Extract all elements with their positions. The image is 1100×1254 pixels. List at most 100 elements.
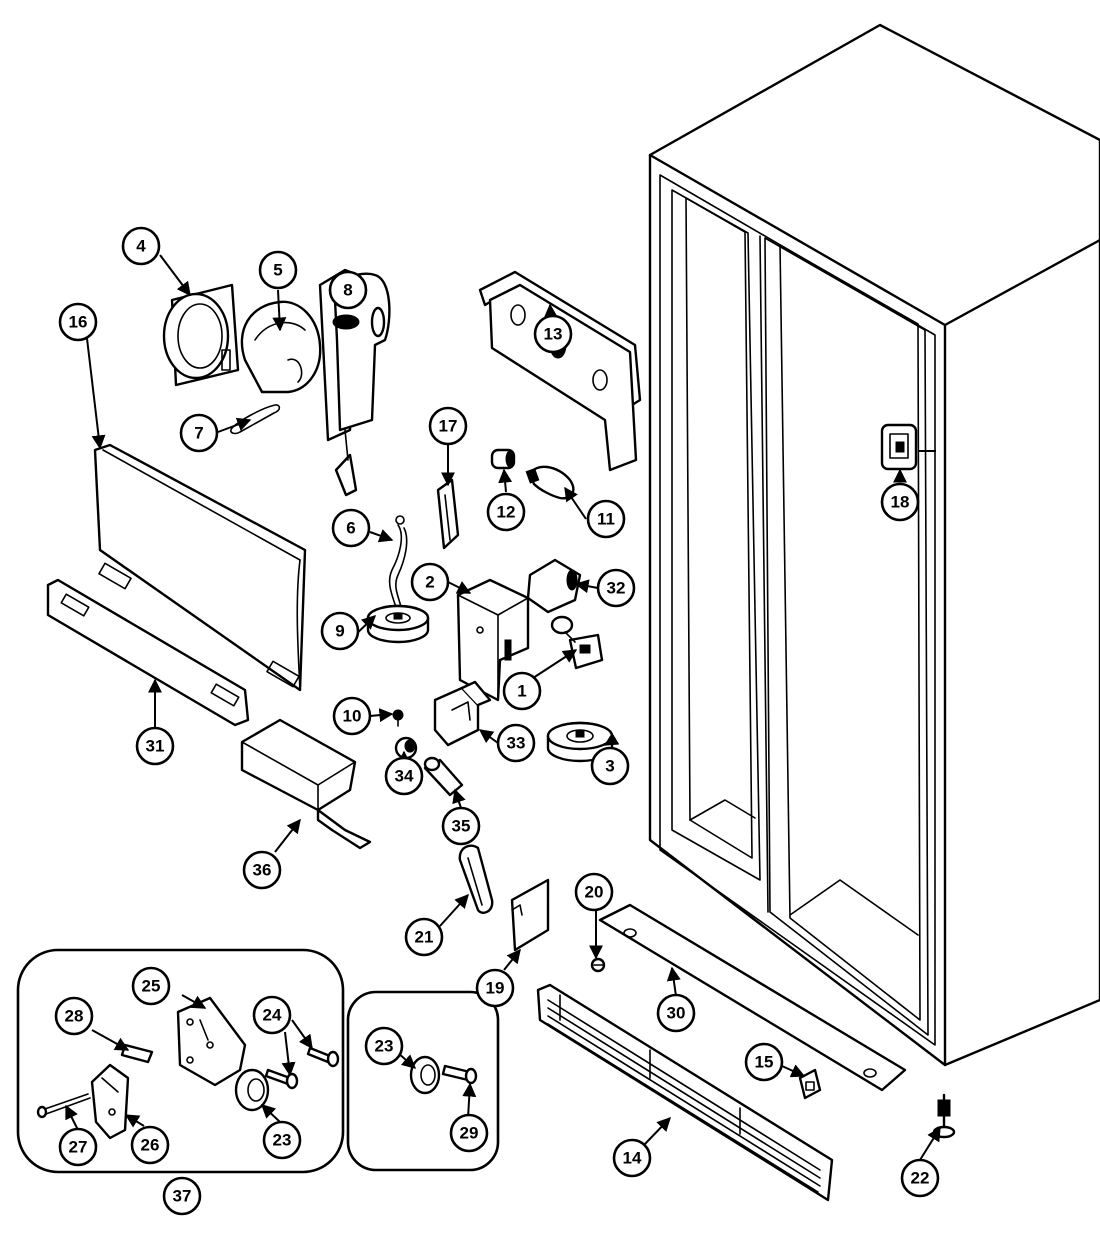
leader-lines [65, 254, 941, 1161]
callout-label: 31 [146, 737, 165, 756]
callout-label: 7 [194, 424, 203, 443]
part-17-bracket-strip [436, 478, 460, 550]
callout-label: 14 [623, 1149, 642, 1168]
callout-label: 21 [415, 928, 434, 947]
callout-label: 28 [65, 1007, 84, 1026]
part-7-clip [230, 404, 281, 435]
part-11-light-bulb [525, 465, 575, 500]
part-31-trim [46, 578, 250, 727]
callout-label: 29 [460, 1124, 479, 1143]
callout-18: 18 [880, 482, 920, 522]
part-20-screw [590, 957, 606, 973]
callout-label: 20 [585, 883, 604, 902]
callout-label: 8 [343, 281, 352, 300]
callout-9: 9 [320, 611, 360, 651]
part-2-control-box [456, 578, 530, 702]
callout-label: 23 [375, 1037, 394, 1056]
callout-1: 1 [502, 671, 542, 711]
callout-5: 5 [258, 250, 298, 290]
callout-11: 11 [586, 499, 626, 539]
callout-label: 11 [597, 510, 615, 529]
callout-22: 22 [900, 1158, 940, 1198]
callout-32: 32 [596, 568, 636, 608]
part-18-switch [880, 423, 918, 471]
callout-12: 12 [486, 492, 526, 532]
callout-label: 32 [607, 579, 626, 598]
callout-19: 19 [475, 968, 515, 1008]
callout-20: 20 [574, 872, 614, 912]
callout-24: 24 [252, 995, 292, 1035]
callout-label: 5 [273, 261, 282, 280]
part-30-rail [598, 903, 907, 1092]
part-35-socket [423, 756, 464, 797]
callout-21: 21 [404, 917, 444, 957]
callout-label: 24 [263, 1006, 282, 1025]
part-1-thermostat [550, 615, 604, 670]
part-13-light-bracket [478, 270, 642, 472]
callout-25: 25 [131, 966, 171, 1006]
callout-label: 10 [343, 707, 362, 726]
callout-13: 13 [533, 314, 573, 354]
callout-label: 33 [507, 734, 526, 753]
callout-label: 37 [173, 1187, 192, 1206]
refrigerator-cabinet [648, 23, 1100, 1067]
callout-33: 33 [496, 723, 536, 763]
callout-4: 4 [121, 226, 161, 266]
callout-label: 1 [517, 682, 526, 701]
callout-23-wheel-set: 23 [364, 1026, 404, 1066]
callout-label: 6 [346, 519, 355, 538]
callout-28: 28 [54, 996, 94, 1036]
callout-label: 15 [755, 1053, 774, 1072]
callout-8: 8 [328, 270, 368, 310]
callout-29: 29 [449, 1113, 489, 1153]
group-23-29-wheel-set [346, 990, 500, 1172]
callout-3: 3 [590, 746, 630, 786]
callout-34: 34 [384, 756, 424, 796]
callout-label: 4 [136, 237, 146, 256]
callout-37: 37 [162, 1176, 202, 1216]
callout-label: 9 [335, 622, 344, 641]
callout-label: 27 [69, 1138, 88, 1157]
part-5-light-cover [240, 300, 322, 394]
callout-label: 19 [486, 979, 505, 998]
callout-15: 15 [744, 1042, 784, 1082]
callout-label: 16 [69, 313, 88, 332]
callout-2: 2 [410, 562, 450, 602]
callout-14: 14 [612, 1138, 652, 1178]
part-12-socket [490, 448, 516, 470]
group-37-roller-assy [16, 948, 345, 1174]
callout-36: 36 [242, 850, 282, 890]
part-3-knob [546, 721, 614, 763]
part-10-screw [392, 709, 404, 727]
callout-label: 17 [439, 417, 458, 436]
part-9-knob [366, 604, 430, 644]
callout-label: 36 [253, 861, 272, 880]
callout-16: 16 [58, 302, 98, 342]
callout-label: 22 [911, 1169, 930, 1188]
callout-label: 35 [452, 817, 471, 836]
callout-10: 10 [332, 696, 372, 736]
part-34-cap [394, 736, 418, 760]
callout-23-group-37: 23 [262, 1120, 302, 1160]
callout-label: 34 [395, 767, 414, 786]
callout-label: 3 [605, 757, 614, 776]
part-32-switch [526, 558, 582, 614]
part-4-light-shroud [162, 283, 240, 387]
part-16-control-panel [93, 443, 307, 692]
callout-27: 27 [58, 1127, 98, 1167]
callout-label: 12 [497, 503, 516, 522]
callout-label: 23 [273, 1131, 292, 1150]
callout-17: 17 [428, 406, 468, 446]
part-15-clip [798, 1068, 822, 1100]
callout-label: 30 [667, 1004, 686, 1023]
callout-35: 35 [441, 806, 481, 846]
callout-label: 18 [891, 493, 910, 512]
part-36-cover [240, 718, 372, 850]
callout-label: 25 [142, 977, 161, 996]
callout-26: 26 [130, 1125, 170, 1165]
callout-label: 2 [425, 573, 434, 592]
part-21-clip [458, 844, 494, 914]
callout-31: 31 [135, 726, 175, 766]
part-22-leveling-leg [932, 1093, 956, 1139]
